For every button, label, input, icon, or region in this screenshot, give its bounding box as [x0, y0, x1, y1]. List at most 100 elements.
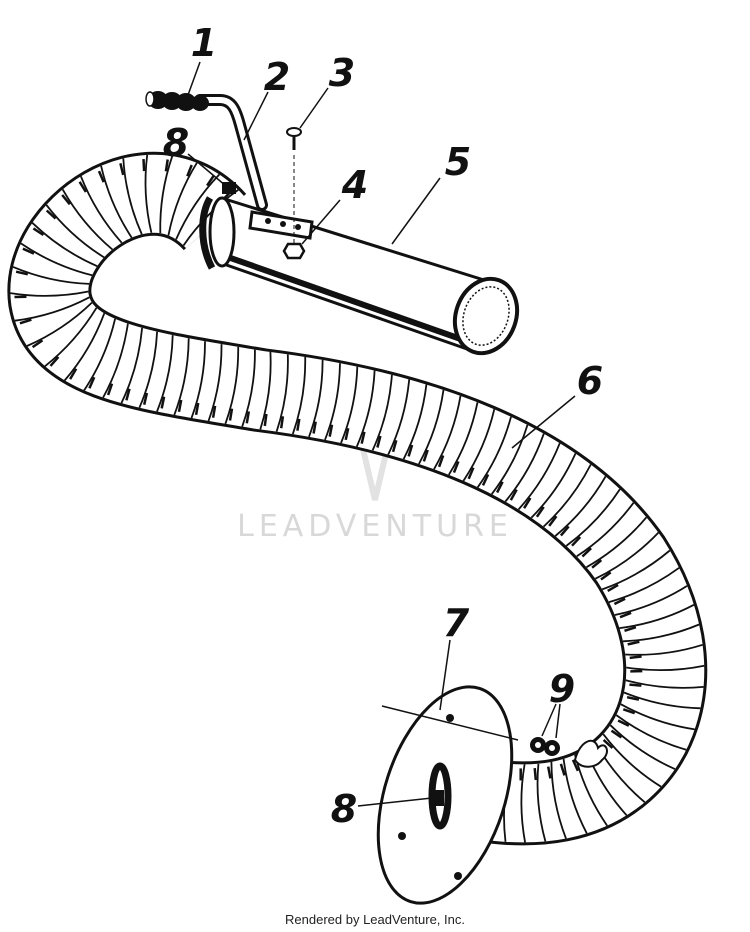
hose-rib [530, 453, 577, 519]
hose-rib-shade [610, 729, 623, 739]
hose-rib [44, 307, 98, 368]
hose-rib-shade [619, 611, 632, 619]
callout-8-upper: 8 [163, 121, 189, 165]
hose-rib-shade [296, 418, 301, 431]
hose-rib-shade [467, 467, 475, 480]
flange-hole-2 [398, 832, 406, 840]
hose-rib [167, 162, 198, 236]
flange-hole-3 [454, 872, 462, 880]
leader-line-4 [301, 199, 341, 245]
leader-line-8-upper [187, 153, 227, 187]
leader-lines [187, 61, 576, 807]
hose-rib [619, 604, 695, 629]
hose-rib [20, 242, 93, 277]
footer-credit: Rendered by LeadVenture, Inc. [285, 912, 465, 927]
hose-rib-shade [206, 174, 215, 187]
hose-rib [10, 290, 89, 297]
leader-line-8-lower [357, 797, 433, 807]
hose-rib-shade [581, 547, 592, 558]
hose-rib [609, 724, 676, 770]
hose-rib-shade [15, 270, 29, 276]
hose-rib-shade [328, 424, 334, 437]
hose-rib [241, 349, 256, 427]
hose-rib-shade [613, 597, 626, 606]
hose-rib [550, 761, 567, 839]
hose-rib [626, 664, 705, 672]
hose-rib-shade [360, 431, 366, 444]
hose-rib-shade [602, 738, 614, 749]
hose-rib [542, 464, 592, 528]
hose-rib [120, 327, 143, 404]
callout-4: 4 [341, 163, 368, 207]
hose-rib [620, 703, 695, 731]
hose-rib [100, 165, 133, 239]
hose-rib-shade [97, 170, 105, 183]
callout-2: 2 [264, 55, 290, 99]
callout-8-lower: 8 [331, 787, 357, 831]
handle [145, 91, 268, 211]
hardware-wing-nut [573, 739, 608, 768]
hose-rib [83, 318, 116, 391]
hose-rib-shade [559, 763, 566, 776]
hardware-nut-2-hole [549, 745, 555, 751]
hose-rib-shade [523, 497, 532, 509]
hose-rib [622, 623, 700, 643]
hose-rib [275, 354, 289, 432]
nut-body [282, 242, 306, 260]
hose-rib [625, 679, 704, 689]
hose-rib-shade [31, 339, 44, 349]
hose-rib [190, 341, 206, 419]
hose-rib-shade [78, 181, 87, 193]
hose-rib-shade [164, 159, 169, 172]
hose-rib-shade [160, 396, 166, 409]
hose-rib [536, 763, 547, 842]
hose-rib [45, 204, 105, 259]
hose-rib [504, 433, 545, 503]
grip-end-cap [145, 91, 155, 107]
hardware-nut-1-hole [535, 742, 541, 748]
hose-rib-shade [622, 708, 636, 715]
hose-rib [102, 323, 129, 399]
hose-rib [615, 714, 687, 751]
hose-rib-shade [535, 506, 545, 518]
bracket-hole-1 [265, 218, 271, 224]
bracket-hole-2 [280, 221, 286, 227]
hose-rib-shade [186, 164, 193, 177]
vacuum-tube [208, 196, 520, 356]
hose-rib [324, 363, 341, 441]
hose-rib [517, 442, 561, 511]
hose-rib-shade [142, 392, 149, 405]
hose-rib [156, 335, 174, 412]
screw-head [286, 127, 302, 137]
hose-rib-shade [344, 427, 350, 441]
hose-corrugation [10, 154, 705, 843]
hose-rib-shade [49, 356, 60, 367]
hose-rib [291, 356, 307, 435]
hose-rib-shade [407, 444, 414, 457]
hose-rib-shade [624, 626, 637, 632]
hose-rib-shade [312, 421, 317, 434]
hose-rib [182, 189, 239, 247]
callout-7: 7 [443, 601, 470, 645]
hose-rib-shade [245, 411, 251, 424]
bracket-hole-3 [295, 224, 301, 230]
hose-rib-shade [391, 439, 398, 453]
flexible-hose [7, 151, 708, 846]
hose-rib-shade [228, 408, 234, 421]
hose-rib-shade [376, 435, 382, 448]
tube-opening-ribbing [462, 286, 510, 346]
hose-rib [520, 764, 526, 843]
hose-rib [175, 173, 220, 240]
hose-rib-shade [211, 405, 217, 418]
hose-rib [122, 158, 143, 235]
hose-rib [159, 155, 174, 234]
callout-3: 3 [329, 51, 355, 95]
hose-rib-shade [591, 559, 603, 569]
grip-ridge-3 [176, 93, 196, 111]
hose-rib-shade [279, 416, 285, 429]
hose-rib-shade [61, 194, 71, 206]
hose-rib [402, 384, 428, 460]
callout-1: 1 [191, 21, 217, 65]
hose-rib-shade [119, 163, 125, 176]
